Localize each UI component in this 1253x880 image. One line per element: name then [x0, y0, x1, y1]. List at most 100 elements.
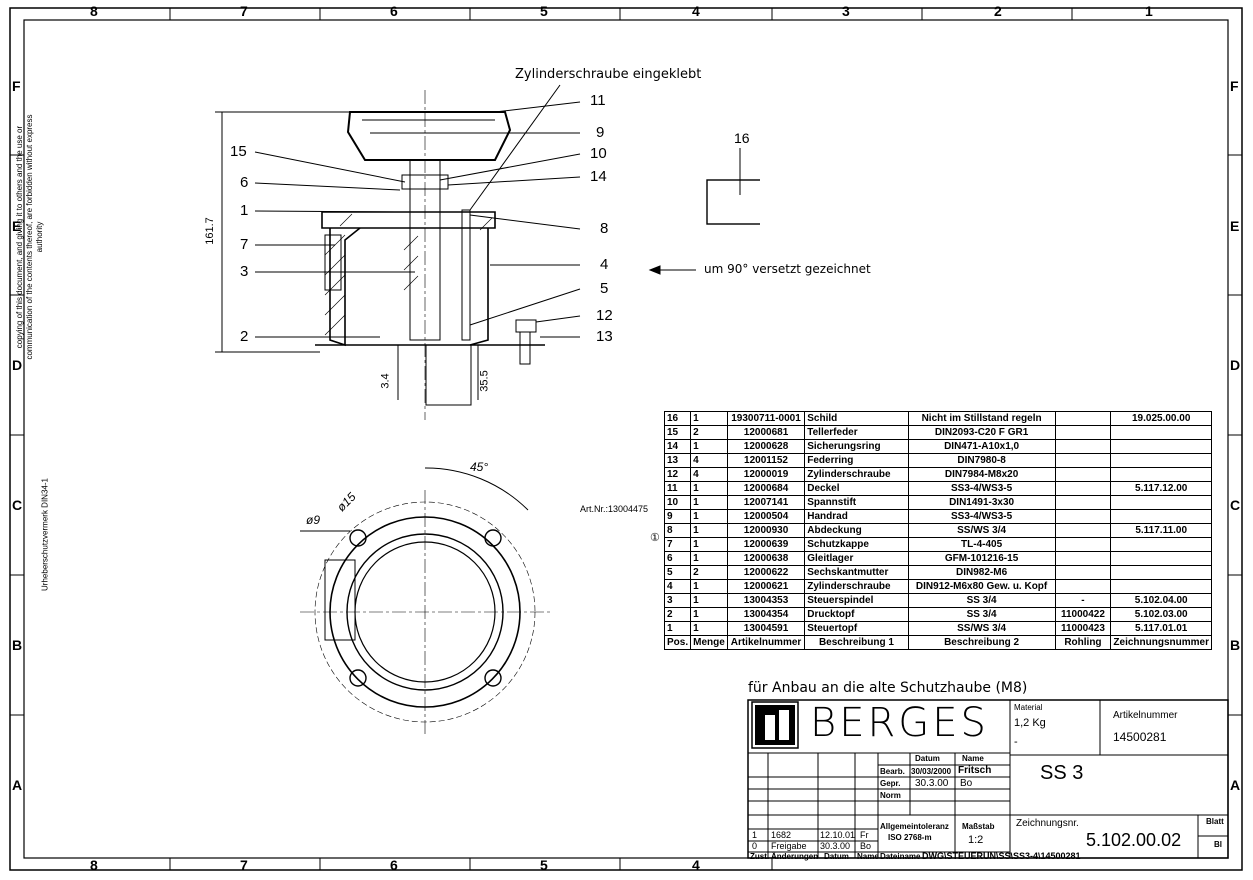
zone-row-D-right: D: [1230, 357, 1241, 373]
table-header-cell: Beschreibung 1: [804, 635, 909, 650]
rev0-name: Bo: [860, 841, 872, 851]
callout-1: 1: [240, 202, 249, 219]
table-cell: 15: [663, 425, 692, 440]
zust-label: Zust.: [750, 852, 770, 861]
zone-row-B-right: B: [1230, 637, 1241, 653]
zeichnungsnr-label: Zeichnungsnr.: [1016, 818, 1079, 829]
callout-5: 5: [600, 280, 609, 297]
table-cell: DIN982-M6: [907, 565, 1056, 580]
zone-col-6: 6: [390, 3, 398, 19]
dateiname-value: DWG\STEUERUN\SS\SS3-4\14500281: [922, 851, 1081, 861]
table-header-cell: Rohling: [1054, 635, 1112, 650]
zone-row-E-right: E: [1230, 218, 1240, 234]
assembly-drawing: [215, 84, 760, 735]
norm-label: Norm: [880, 791, 901, 800]
callout-7: 7: [240, 236, 249, 253]
zone-row-E: E: [12, 218, 22, 234]
callout-4: 4: [600, 256, 609, 273]
callout-3: 3: [240, 263, 249, 280]
artikel-label: Artikelnummer: [1113, 710, 1178, 721]
rev0-date: 30.3.00: [820, 841, 851, 851]
massstab-value: 1:2: [968, 834, 984, 846]
rev0-change: Freigabe: [771, 841, 807, 851]
zone-col-7: 7: [240, 3, 248, 19]
annotation-screw-glued: Zylinderschraube eingeklebt: [515, 67, 702, 82]
table-header-cell: Artikelnummer: [726, 635, 806, 650]
callout-12: 12: [596, 307, 613, 324]
zone-row-F-right: F: [1230, 78, 1239, 94]
dim-9: ø9: [306, 513, 321, 527]
zone-row-F: F: [12, 78, 21, 94]
gepr-date: 30.3.00: [915, 778, 949, 789]
bearb-name: Fritsch: [958, 765, 992, 776]
zone-row-A-right: A: [1230, 777, 1241, 793]
zone-row-C: C: [12, 497, 23, 513]
rev1-date: 12.10.01: [820, 830, 856, 840]
datum-label: Datum: [915, 754, 940, 763]
annotation-rotated: um 90° versetzt gezeichnet: [704, 262, 871, 276]
blatt-value: Bl: [1214, 840, 1222, 849]
callout-2: 2: [240, 328, 249, 345]
art-nr-note: Art.Nr.:13004475: [580, 504, 649, 514]
zone-row-B: B: [12, 637, 23, 653]
circle-note: ①: [650, 532, 660, 544]
blatt-label: Blatt: [1206, 817, 1224, 826]
callout-6: 6: [240, 174, 249, 191]
material-dash: -: [1014, 736, 1018, 748]
zeichnungsnr-value: 5.102.00.02: [1086, 830, 1182, 850]
zone-col-3: 3: [842, 3, 850, 19]
zone-col-5-bottom: 5: [540, 857, 548, 873]
callout-9: 9: [596, 124, 605, 141]
table-header-cell: Pos.: [663, 635, 692, 650]
zone-col-8: 8: [90, 3, 98, 19]
company-name: BERGES: [810, 700, 989, 746]
zone-row-A: A: [12, 777, 23, 793]
zone-col-7-bottom: 7: [240, 857, 248, 873]
zone-col-4-bottom: 4: [692, 857, 700, 873]
bearb-label: Bearb.: [880, 767, 905, 776]
callout-14: 14: [590, 168, 607, 185]
name2-label: Name: [857, 852, 879, 861]
rev1-change: 1682: [771, 830, 792, 840]
gepr-name: Bo: [960, 778, 973, 789]
drawing-title: SS 3: [1040, 762, 1084, 784]
datum2-label: Datum: [824, 852, 849, 861]
zone-row-D: D: [12, 357, 23, 373]
zone-col-8-bottom: 8: [90, 857, 98, 873]
toleranz-value: ISO 2768-m: [888, 833, 932, 842]
zone-col-2: 2: [994, 3, 1002, 19]
callout-13: 13: [596, 328, 613, 345]
table-cell: Zylinderschraube: [804, 467, 909, 482]
callout-10: 10: [590, 145, 607, 162]
zone-col-1: 1: [1145, 3, 1153, 19]
zone-col-5: 5: [540, 3, 548, 19]
zone-row-C-right: C: [1230, 497, 1241, 513]
table-header-cell: Beschreibung 2: [907, 635, 1056, 650]
rev1-name: Fr: [860, 830, 869, 840]
material-label: Material: [1014, 703, 1043, 712]
zone-col-4: 4: [692, 3, 700, 19]
table-header-cell: Zeichnungsnummer: [1110, 635, 1212, 650]
artikel-value: 14500281: [1113, 730, 1167, 744]
material-value: 1,2 Kg: [1014, 717, 1046, 729]
callout-15: 15: [230, 143, 247, 160]
detail-label-16: 16: [734, 130, 750, 146]
gepr-label: Gepr.: [880, 779, 901, 788]
callout-8: 8: [600, 220, 609, 237]
toleranz-label: Allgemeintoleranz: [880, 822, 949, 831]
